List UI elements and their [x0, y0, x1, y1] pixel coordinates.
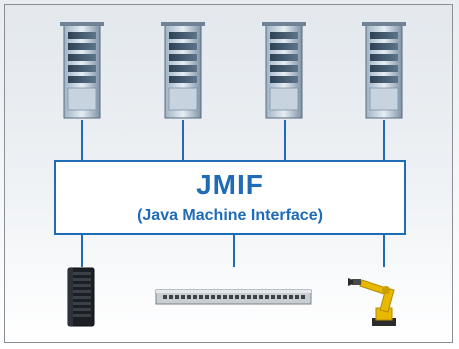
connector-line	[81, 120, 83, 160]
server-tower-icon	[262, 22, 306, 119]
connector-line	[284, 120, 286, 160]
connector-line	[383, 120, 385, 160]
network-switch-icon	[155, 289, 312, 305]
connector-line	[182, 120, 184, 160]
jmif-interface-box: JMIF (Java Machine Interface)	[54, 160, 406, 235]
server-tower-icon	[362, 22, 406, 119]
connector-line	[81, 235, 83, 267]
interface-subtitle: (Java Machine Interface)	[137, 207, 323, 224]
server-tower-icon	[60, 22, 104, 119]
connector-line	[383, 235, 385, 267]
interface-title: JMIF	[196, 169, 264, 200]
server-tower-icon	[161, 22, 205, 119]
industrial-robot-icon	[348, 278, 396, 326]
server-rack-icon	[67, 267, 95, 327]
connector-line	[233, 235, 235, 267]
